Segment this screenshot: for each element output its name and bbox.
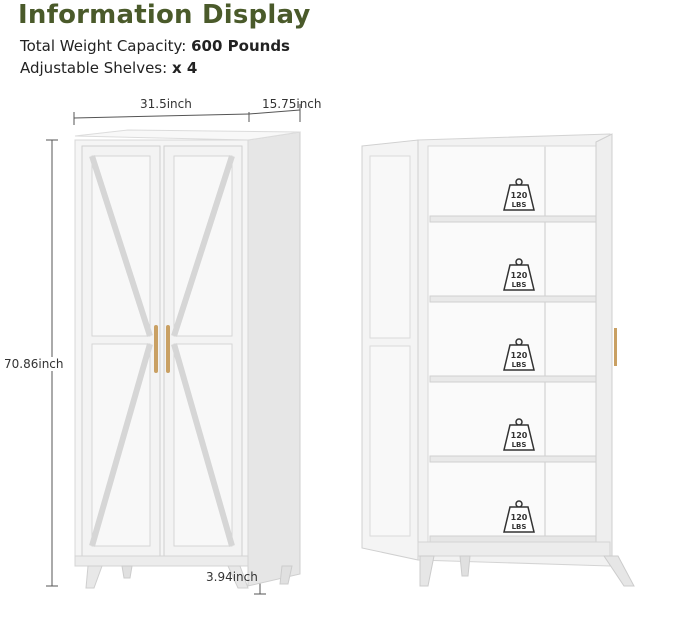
weight-unit: LBS — [512, 361, 527, 369]
shelf-1 — [429, 215, 597, 223]
weight-amount: 120 — [511, 351, 528, 360]
shelf-4 — [429, 455, 597, 463]
dimension-lines — [46, 104, 301, 595]
weight-icon: 120 LBS — [503, 338, 535, 371]
right-handle — [166, 325, 170, 373]
weight-icon: 120 LBS — [503, 258, 535, 291]
weight-unit: LBS — [512, 201, 527, 209]
open-right-door — [595, 133, 613, 561]
weight-unit: LBS — [512, 441, 527, 449]
weight-unit: LBS — [512, 523, 527, 531]
dimension-depth: 15.75inch — [262, 97, 322, 111]
weight-amount: 120 — [511, 271, 528, 280]
dimension-leg: 3.94inch — [206, 570, 258, 584]
left-handle — [154, 325, 158, 373]
spec-weight-label: Total Weight Capacity: — [20, 37, 187, 55]
weight-unit: LBS — [512, 281, 527, 289]
weight-amount: 120 — [511, 513, 528, 522]
closed-cabinet — [74, 129, 301, 589]
spec-shelves: Adjustable Shelves: x 4 — [20, 59, 197, 77]
dimension-height: 70.86inch — [4, 357, 64, 371]
weight-amount: 120 — [511, 191, 528, 200]
weight-amount: 120 — [511, 431, 528, 440]
weight-icons: 120 LBS 120 LBS 120 LBS 120 LBS 120 LBS — [503, 178, 535, 533]
spec-weight-value: 600 Pounds — [191, 37, 290, 55]
spec-shelves-value: x 4 — [171, 59, 198, 77]
weight-icon: 120 LBS — [503, 418, 535, 451]
shelf-2 — [429, 295, 597, 303]
spec-shelves-label: Adjustable Shelves: — [20, 59, 168, 77]
weight-icon: 120 LBS — [503, 500, 535, 533]
shelf-3 — [429, 375, 597, 383]
open-cabinet — [361, 133, 635, 587]
dimension-width: 31.5inch — [140, 97, 192, 111]
weight-icon: 120 LBS — [503, 178, 535, 211]
page-title: Information Display — [18, 0, 311, 30]
spec-weight-capacity: Total Weight Capacity: 600 Pounds — [20, 37, 290, 55]
